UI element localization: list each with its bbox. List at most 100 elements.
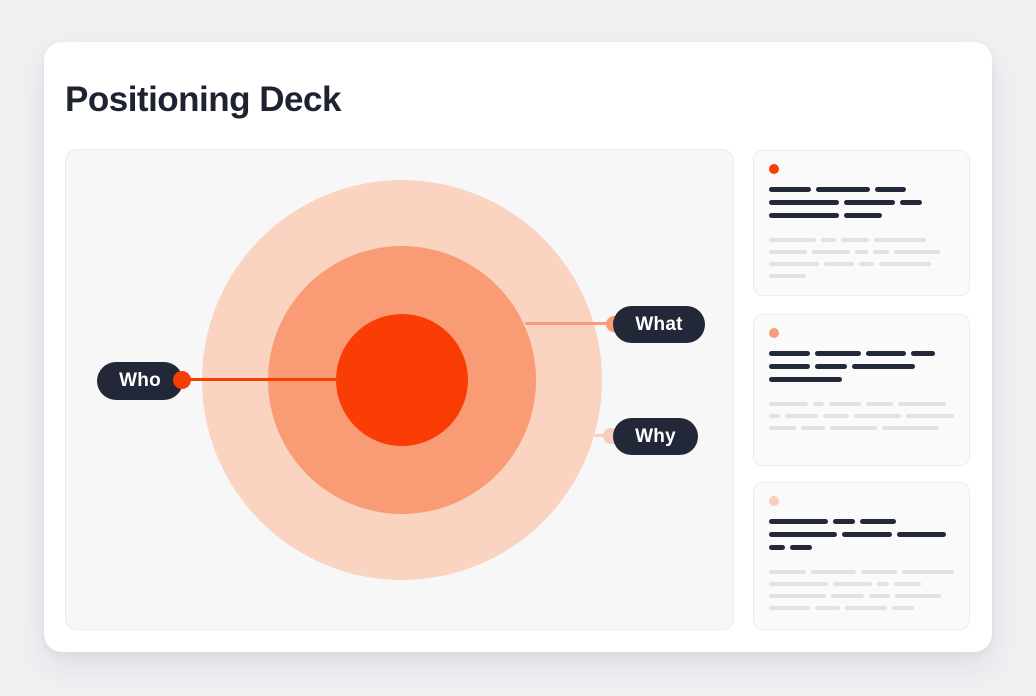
skeleton-bar — [895, 594, 941, 598]
slide-accent-dot — [769, 496, 779, 506]
skeleton-row — [769, 187, 954, 192]
skeleton-bar — [894, 250, 940, 254]
skeleton-row — [769, 582, 954, 586]
slide-card-why[interactable] — [753, 482, 970, 630]
skeleton-bar — [866, 402, 893, 406]
skeleton-row — [769, 519, 954, 524]
skeleton-row — [769, 377, 954, 382]
skeleton-bar — [769, 364, 810, 369]
skeleton-bar — [866, 351, 906, 356]
skeleton-bar — [831, 594, 864, 598]
skeleton-row — [769, 426, 954, 430]
slide-accent-dot — [769, 328, 779, 338]
skeleton-bar — [769, 426, 796, 430]
skeleton-bar — [769, 274, 806, 278]
skeleton-bar — [821, 238, 836, 242]
skeleton-bar — [852, 364, 915, 369]
skeleton-bar — [816, 187, 870, 192]
skeleton-bar — [769, 250, 807, 254]
slide-card-what[interactable] — [753, 314, 970, 466]
skeleton-row — [769, 262, 954, 266]
skeleton-row — [769, 364, 954, 369]
what-connector-line — [525, 322, 614, 325]
skeleton-row — [769, 414, 954, 418]
skeleton-row — [769, 594, 954, 598]
skeleton-bar — [833, 582, 872, 586]
skeleton-bar — [769, 351, 810, 356]
why-label-text: Why — [635, 425, 676, 447]
who-label-text: Who — [119, 370, 161, 391]
skeleton-bar — [815, 364, 847, 369]
skeleton-bar — [873, 250, 889, 254]
target-diagram-panel: Who What Why — [65, 149, 734, 630]
slide-title-skeleton — [769, 519, 954, 550]
skeleton-bar — [769, 570, 807, 574]
skeleton-bar — [875, 187, 906, 192]
skeleton-bar — [812, 250, 850, 254]
skeleton-bar — [769, 582, 828, 586]
skeleton-bar — [897, 532, 946, 537]
skeleton-bar — [898, 402, 946, 406]
skeleton-bar — [769, 187, 811, 192]
skeleton-row — [769, 532, 954, 537]
skeleton-bar — [841, 238, 869, 242]
skeleton-bar — [892, 606, 914, 610]
skeleton-bar — [769, 402, 808, 406]
skeleton-bar — [801, 426, 825, 430]
skeleton-bar — [769, 606, 810, 610]
skeleton-bar — [790, 545, 812, 550]
who-connector-dot — [173, 371, 191, 389]
slide-body-skeleton — [769, 238, 954, 278]
skeleton-bar — [860, 570, 897, 574]
positioning-deck-window: Positioning Deck Who What Why — [44, 42, 992, 652]
skeleton-bar — [784, 414, 819, 418]
skeleton-bar — [769, 238, 816, 242]
skeleton-bar — [769, 213, 839, 218]
skeleton-bar — [769, 414, 780, 418]
skeleton-bar — [824, 262, 854, 266]
skeleton-row — [769, 545, 954, 550]
skeleton-bar — [860, 519, 896, 524]
skeleton-bar — [845, 606, 887, 610]
skeleton-bar — [769, 519, 828, 524]
skeleton-bar — [769, 262, 819, 266]
skeleton-bar — [769, 594, 826, 598]
slide-title-skeleton — [769, 351, 954, 382]
skeleton-bar — [769, 532, 837, 537]
skeleton-bar — [830, 426, 877, 430]
skeleton-bar — [894, 582, 921, 586]
skeleton-bar — [900, 200, 922, 205]
slide-card-who[interactable] — [753, 150, 970, 296]
skeleton-bar — [859, 262, 874, 266]
skeleton-bar — [842, 532, 892, 537]
skeleton-row — [769, 606, 954, 610]
skeleton-bar — [813, 402, 824, 406]
skeleton-bar — [769, 545, 785, 550]
skeleton-bar — [811, 570, 856, 574]
what-label-text: What — [635, 313, 683, 335]
skeleton-bar — [823, 414, 850, 418]
skeleton-bar — [879, 262, 931, 266]
skeleton-bar — [869, 594, 890, 598]
who-label-pill[interactable]: Who — [97, 362, 183, 400]
skeleton-bar — [901, 570, 954, 574]
skeleton-bar — [815, 606, 840, 610]
why-label-pill[interactable]: Why — [613, 418, 698, 455]
skeleton-bar — [911, 351, 935, 356]
skeleton-bar — [769, 377, 842, 382]
skeleton-bar — [874, 238, 926, 242]
skeleton-row — [769, 250, 954, 254]
skeleton-row — [769, 351, 954, 356]
inner-ring-circle — [336, 314, 468, 446]
page-title: Positioning Deck — [65, 80, 341, 119]
skeleton-bar — [769, 200, 839, 205]
skeleton-row — [769, 274, 954, 278]
skeleton-bar — [844, 200, 895, 205]
skeleton-bar — [877, 582, 889, 586]
skeleton-bar — [833, 519, 855, 524]
skeleton-row — [769, 213, 954, 218]
what-label-pill[interactable]: What — [613, 306, 705, 343]
skeleton-bar — [815, 351, 861, 356]
skeleton-row — [769, 570, 954, 574]
slide-body-skeleton — [769, 570, 954, 610]
